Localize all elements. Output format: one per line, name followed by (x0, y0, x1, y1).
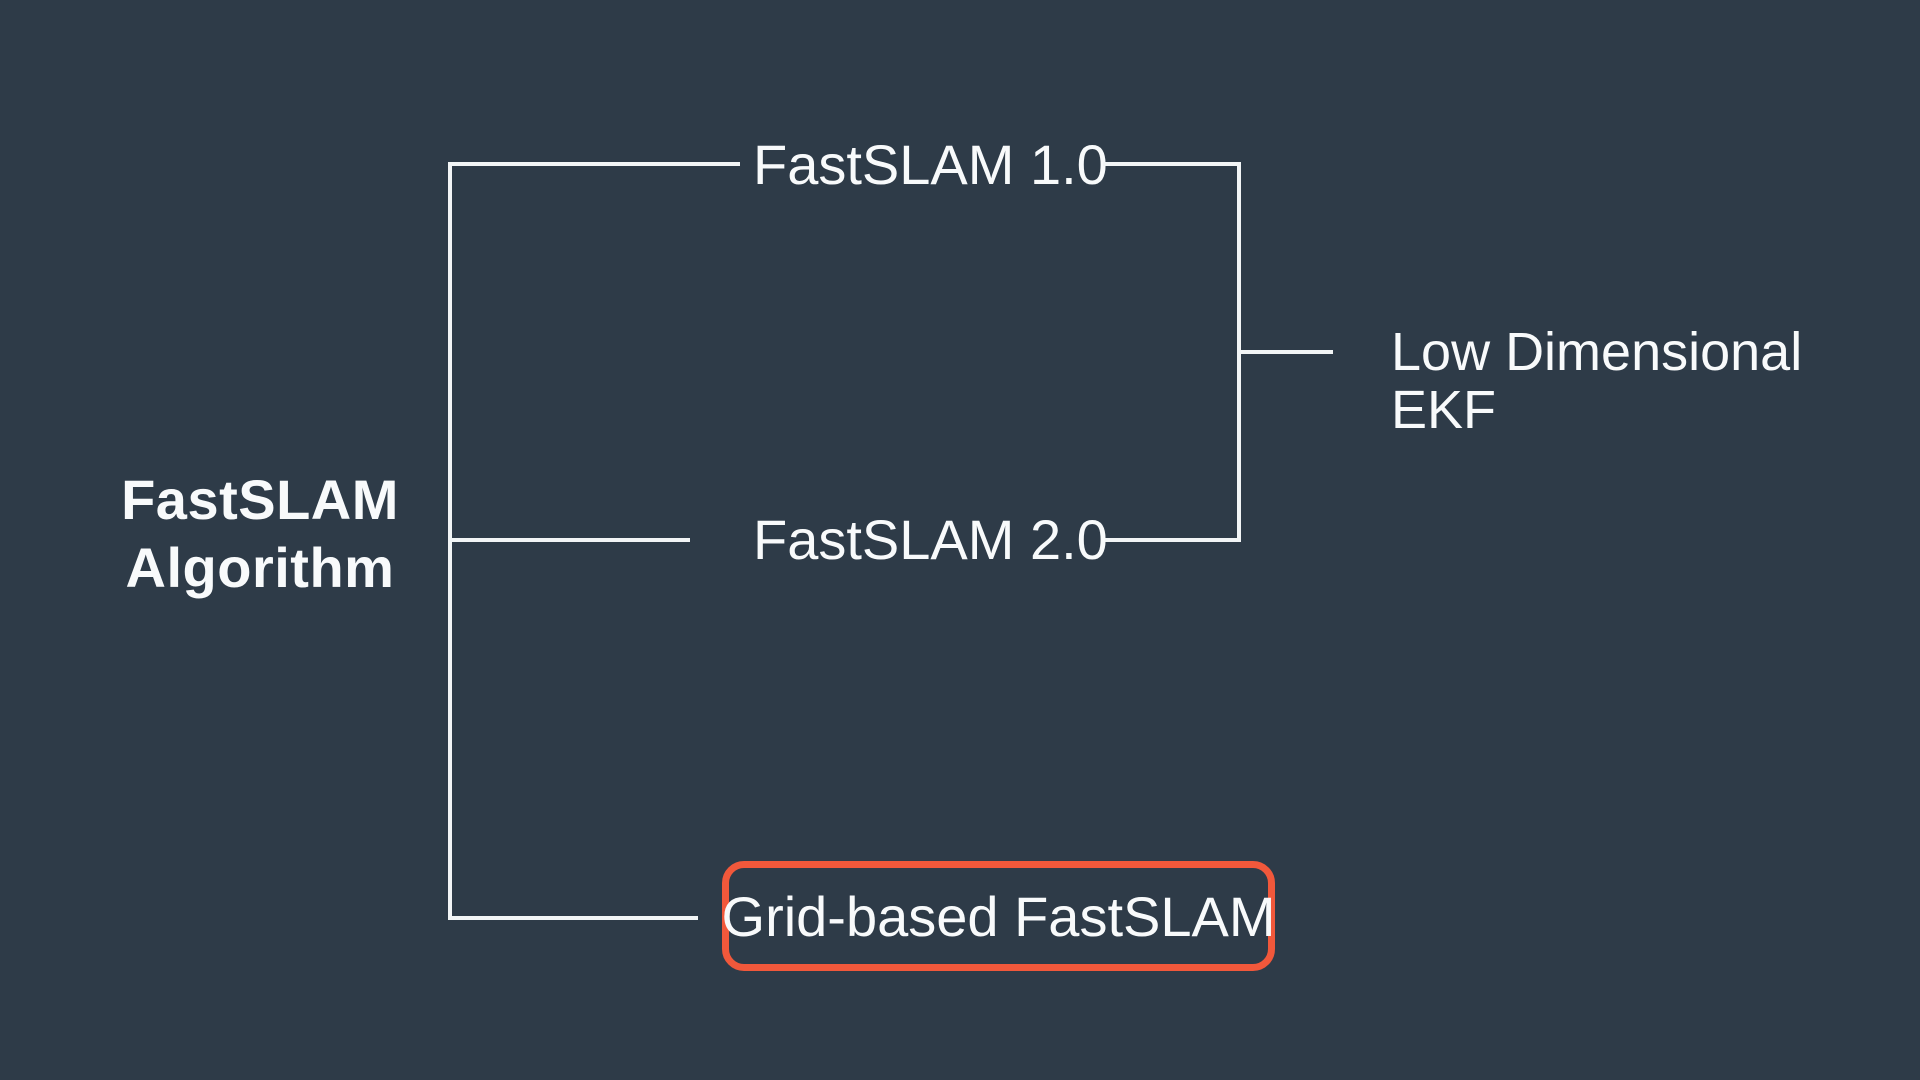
node-grid-based-fastslam-label: Grid-based FastSLAM (721, 884, 1276, 948)
connector-fastslam-1-0-to-merge (1103, 162, 1241, 166)
node-low-dimensional-ekf: Low Dimensional EKF (1391, 322, 1803, 440)
node-fastslam-algorithm: FastSLAM Algorithm (121, 468, 399, 599)
node-grid-based-fastslam-highlight-box: Grid-based FastSLAM (721, 861, 1276, 971)
connector-root-to-grid-based (448, 916, 698, 920)
connector-fastslam-2-0-to-merge (1105, 538, 1241, 542)
connector-root-to-fastslam-2-0 (448, 538, 690, 542)
node-fastslam-2-0: FastSLAM 2.0 (753, 508, 1108, 571)
connector-merge-to-ekf (1237, 350, 1333, 354)
connector-root-to-fastslam-1-0 (448, 162, 740, 166)
node-fastslam-1-0: FastSLAM 1.0 (753, 133, 1108, 196)
